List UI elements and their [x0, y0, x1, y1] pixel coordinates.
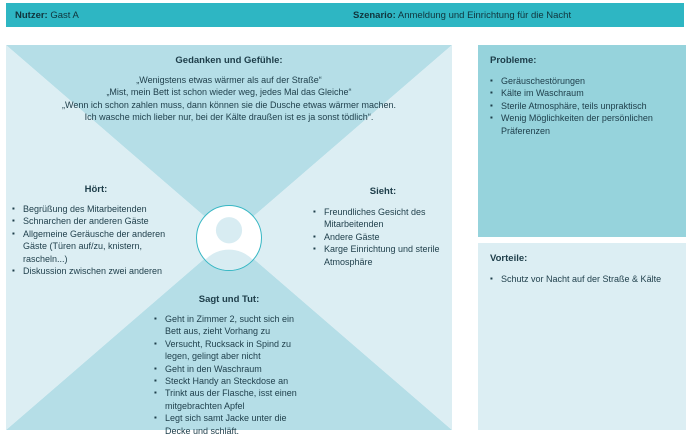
hears-item: Schnarchen der anderen Gäste: [12, 215, 180, 228]
scenario-value: Anmeldung und Einrichtung für die Nacht: [395, 10, 572, 21]
quadrant-sees: Sieht: Freundliches Gesicht des Mitarbei…: [308, 186, 458, 268]
problem-item: Kälte im Waschraum: [490, 87, 674, 100]
empathy-map: Gedanken und Gefühle: „Wenigstens etwas …: [6, 45, 452, 435]
benefits-panel: Vorteile: Schutz vor Nacht auf der Straß…: [478, 243, 686, 430]
sees-item: Freundliches Gesicht des Mitarbeitenden: [313, 206, 441, 231]
says-does-item: Versucht, Rucksack in Spind zu legen, ge…: [154, 338, 304, 363]
benefit-item: Schutz vor Nacht auf der Straße & Kälte: [490, 273, 674, 286]
says-does-list: Geht in Zimmer 2, sucht sich ein Bett au…: [154, 313, 304, 435]
quadrant-thinks: Gedanken und Gefühle: „Wenigstens etwas …: [57, 55, 401, 123]
person-icon: [196, 204, 262, 271]
problem-item: Sterile Atmosphäre, teils unpraktisch: [490, 100, 674, 113]
benefits-title: Vorteile:: [490, 253, 528, 264]
hears-item: Allgemeine Geräusche der anderen Gäste (…: [12, 228, 180, 265]
problems-panel: Probleme: GeräuschestörungenKälte im Was…: [478, 45, 686, 237]
problems-title: Probleme:: [490, 55, 537, 66]
hears-item: Diskussion zwischen zwei anderen: [12, 265, 180, 278]
header-bar: Nutzer: Gast A Szenario: Anmeldung und E…: [6, 3, 684, 27]
quote-line: „Mist, mein Bett ist schon wieder weg, j…: [106, 87, 352, 98]
quadrant-hears-title: Hört:: [84, 184, 108, 195]
sees-item: Andere Gäste: [313, 231, 441, 244]
says-does-item: Geht in Zimmer 2, sucht sich ein Bett au…: [154, 313, 304, 338]
problems-list: GeräuschestörungenKälte im WaschraumSter…: [490, 75, 674, 137]
quadrant-thinks-title: Gedanken und Gefühle:: [175, 55, 283, 66]
sees-item: Karge Einrichtung und sterile Atmosphäre: [313, 243, 441, 268]
user-value: Gast A: [47, 10, 79, 21]
scenario-label: Szenario:: [353, 10, 396, 21]
quote-line: „Wenigstens etwas wärmer als auf der Str…: [136, 75, 322, 85]
problem-item: Geräuschestörungen: [490, 75, 674, 88]
benefits-list: Schutz vor Nacht auf der Straße & Kälte: [490, 273, 674, 286]
quadrant-sees-title: Sieht:: [369, 186, 397, 197]
quadrant-hears: Hört: Begrüßung des MitarbeitendenSchnar…: [12, 184, 180, 278]
user-label: Nutzer:: [15, 10, 48, 21]
sees-list: Freundliches Gesicht des MitarbeitendenA…: [313, 206, 441, 268]
says-does-item: Geht in den Waschraum: [154, 363, 304, 376]
hears-item: Begrüßung des Mitarbeitenden: [12, 203, 180, 216]
user-field: Nutzer: Gast A: [15, 10, 79, 21]
says-does-item: Trinkt aus der Flasche, isst einen mitge…: [154, 387, 304, 412]
problem-item: Wenig Möglichkeiten der persönlichen Prä…: [490, 112, 674, 137]
quotes-list: „Wenigstens etwas wärmer als auf der Str…: [57, 74, 401, 123]
hears-list: Begrüßung des MitarbeitendenSchnarchen d…: [12, 203, 180, 278]
quadrant-says-does: Sagt und Tut: Geht in Zimmer 2, sucht si…: [124, 294, 334, 435]
quadrant-says-does-title: Sagt und Tut:: [198, 294, 260, 305]
says-does-item: Steckt Handy an Steckdose an: [154, 375, 304, 388]
scenario-field: Szenario: Anmeldung und Einrichtung für …: [353, 10, 571, 21]
says-does-item: Legt sich samt Jacke unter die Decke und…: [154, 412, 304, 435]
quote-line: „Wenn ich schon zahlen muss, dann können…: [61, 99, 396, 122]
